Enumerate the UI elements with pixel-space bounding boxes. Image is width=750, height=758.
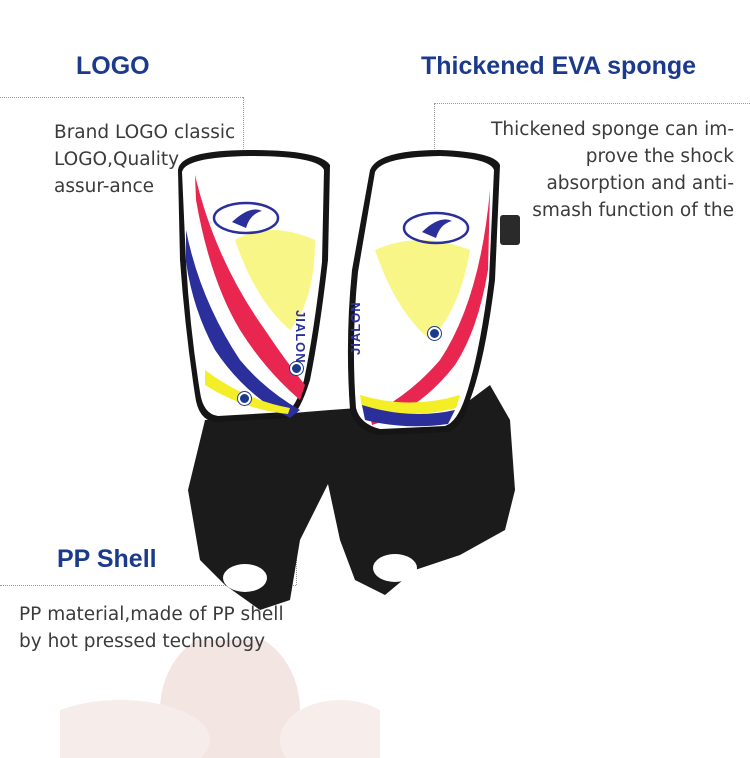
pp-heading: PP Shell — [57, 545, 157, 573]
pp-callout-line — [0, 585, 240, 586]
eva-callout-line — [434, 103, 750, 104]
brand-label-right: JIALON — [348, 301, 363, 355]
shin-guard-left — [178, 150, 330, 422]
brand-label-left: JIALON — [293, 310, 308, 364]
eva-marker-dot — [428, 327, 441, 340]
eva-description: Thickened sponge can im-prove the shock … — [491, 119, 734, 221]
logo-callout-line — [0, 97, 243, 98]
logo-marker-dot — [238, 392, 251, 405]
pp-marker-dot — [290, 362, 303, 375]
pp-description: PP material,made of PP shell by hot pres… — [19, 604, 284, 652]
logo-heading: LOGO — [76, 52, 150, 80]
background-player-silhouette — [60, 640, 380, 758]
ankle-strap-left — [188, 410, 335, 610]
logo-description: Brand LOGO classic LOGO,Quality assur-an… — [54, 122, 236, 197]
ankle-strap-right — [325, 385, 515, 595]
eva-heading: Thickened EVA sponge — [421, 52, 697, 80]
shin-guard-right — [347, 150, 520, 435]
